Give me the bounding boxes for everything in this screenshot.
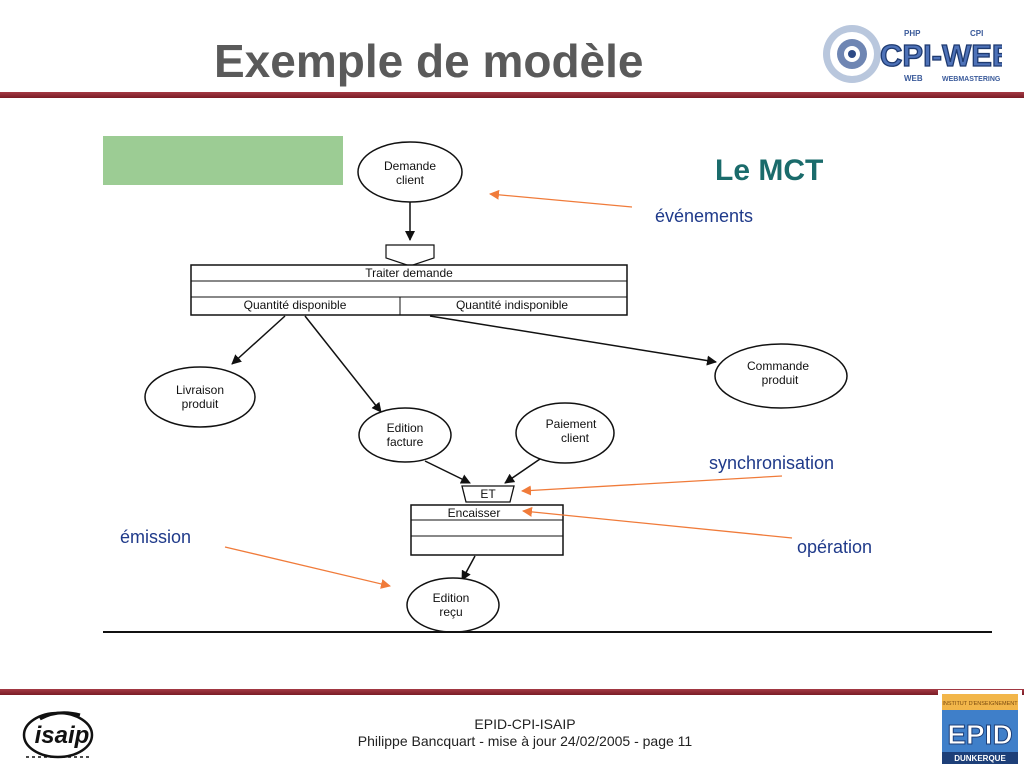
- svg-text:ET: ET: [480, 487, 496, 501]
- rule-quantite-disponible: Quantité disponible: [244, 298, 347, 312]
- svg-text:Encaisser: Encaisser: [448, 506, 501, 520]
- php-label: PHP: [904, 29, 921, 38]
- title-underline: [0, 92, 1024, 98]
- slide-title: Exemple de modèle: [214, 35, 644, 87]
- arrow-to-edition-recu: [461, 555, 476, 581]
- annotation-evenements: événements: [655, 206, 753, 226]
- trigger-shape: [385, 244, 435, 267]
- svg-text:facture: facture: [387, 435, 424, 449]
- event-commande-produit: Commande produit: [714, 343, 848, 409]
- arrow-to-edition-facture: [304, 315, 382, 413]
- event-edition-recu: Edition reçu: [406, 577, 500, 633]
- event-paiement-client: Paiement client: [515, 402, 615, 464]
- green-highlight-box: [103, 136, 343, 185]
- cpi-web-text: CPI-WEB: [880, 38, 1002, 73]
- arrow-facture-to-et: [424, 460, 471, 484]
- cpi-web-logo: PHP CPI CPI-WEB WEB WEBMASTERING: [818, 22, 1002, 86]
- arrow-paiement-to-et: [504, 458, 541, 484]
- svg-text:produit: produit: [182, 397, 219, 411]
- annotation-arrow-emission: [224, 546, 391, 589]
- webmastering-label: WEBMASTERING: [942, 76, 1001, 83]
- svg-text:reçu: reçu: [439, 605, 462, 619]
- annotation-synchronisation: synchronisation: [709, 453, 834, 473]
- web-small-label: WEB: [904, 74, 923, 83]
- arrow-to-commande: [429, 315, 717, 366]
- epid-city-text: DUNKERQUE: [954, 754, 1006, 763]
- operation-encaisser: Encaisser: [410, 504, 564, 556]
- isaip-logo: isaip: [22, 711, 94, 759]
- annotation-arrow-operation: [522, 506, 793, 539]
- svg-text:client: client: [561, 431, 590, 445]
- footer-org: EPID-CPI-ISAIP: [474, 716, 576, 732]
- svg-text:Edition: Edition: [433, 591, 470, 605]
- event-edition-facture: Edition facture: [358, 407, 452, 463]
- footer-author-date: Philippe Bancquart - mise à jour 24/02/2…: [357, 733, 693, 749]
- operation-title: Traiter demande: [365, 266, 453, 280]
- svg-text:Edition: Edition: [387, 421, 424, 435]
- operation-traiter-demande: Traiter demande Quantité disponible Quan…: [190, 264, 628, 316]
- svg-text:produit: produit: [762, 373, 799, 387]
- annotation-arrow-synchronisation: [521, 475, 783, 496]
- arrow-to-livraison: [231, 315, 286, 365]
- annotation-emission: émission: [120, 527, 191, 547]
- epid-logo: INSTITUT D'ENSEIGNEMENT EPID DUNKERQUE: [938, 690, 1022, 766]
- cpi-small-label: CPI: [970, 29, 983, 38]
- svg-text:Paiement: Paiement: [546, 417, 597, 431]
- rule-quantite-indisponible: Quantité indisponible: [456, 298, 568, 312]
- isaip-text: isaip: [35, 722, 90, 749]
- synchronisation-et: ET: [461, 485, 515, 503]
- annotation-operation: opération: [797, 537, 872, 557]
- epid-institute-text: INSTITUT D'ENSEIGNEMENT: [942, 701, 1018, 707]
- svg-text:Demande: Demande: [384, 159, 436, 173]
- epid-text: EPID: [947, 719, 1012, 750]
- svg-text:client: client: [396, 173, 425, 187]
- svg-text:Commande: Commande: [747, 359, 809, 373]
- annotation-arrow-evenements: [489, 189, 633, 208]
- diagram-heading: Le MCT: [715, 154, 823, 187]
- footer-rule: [0, 689, 1024, 695]
- event-livraison-produit: Livraison produit: [144, 366, 256, 428]
- svg-text:Livraison: Livraison: [176, 383, 224, 397]
- event-demande-client: Demande client: [357, 141, 463, 203]
